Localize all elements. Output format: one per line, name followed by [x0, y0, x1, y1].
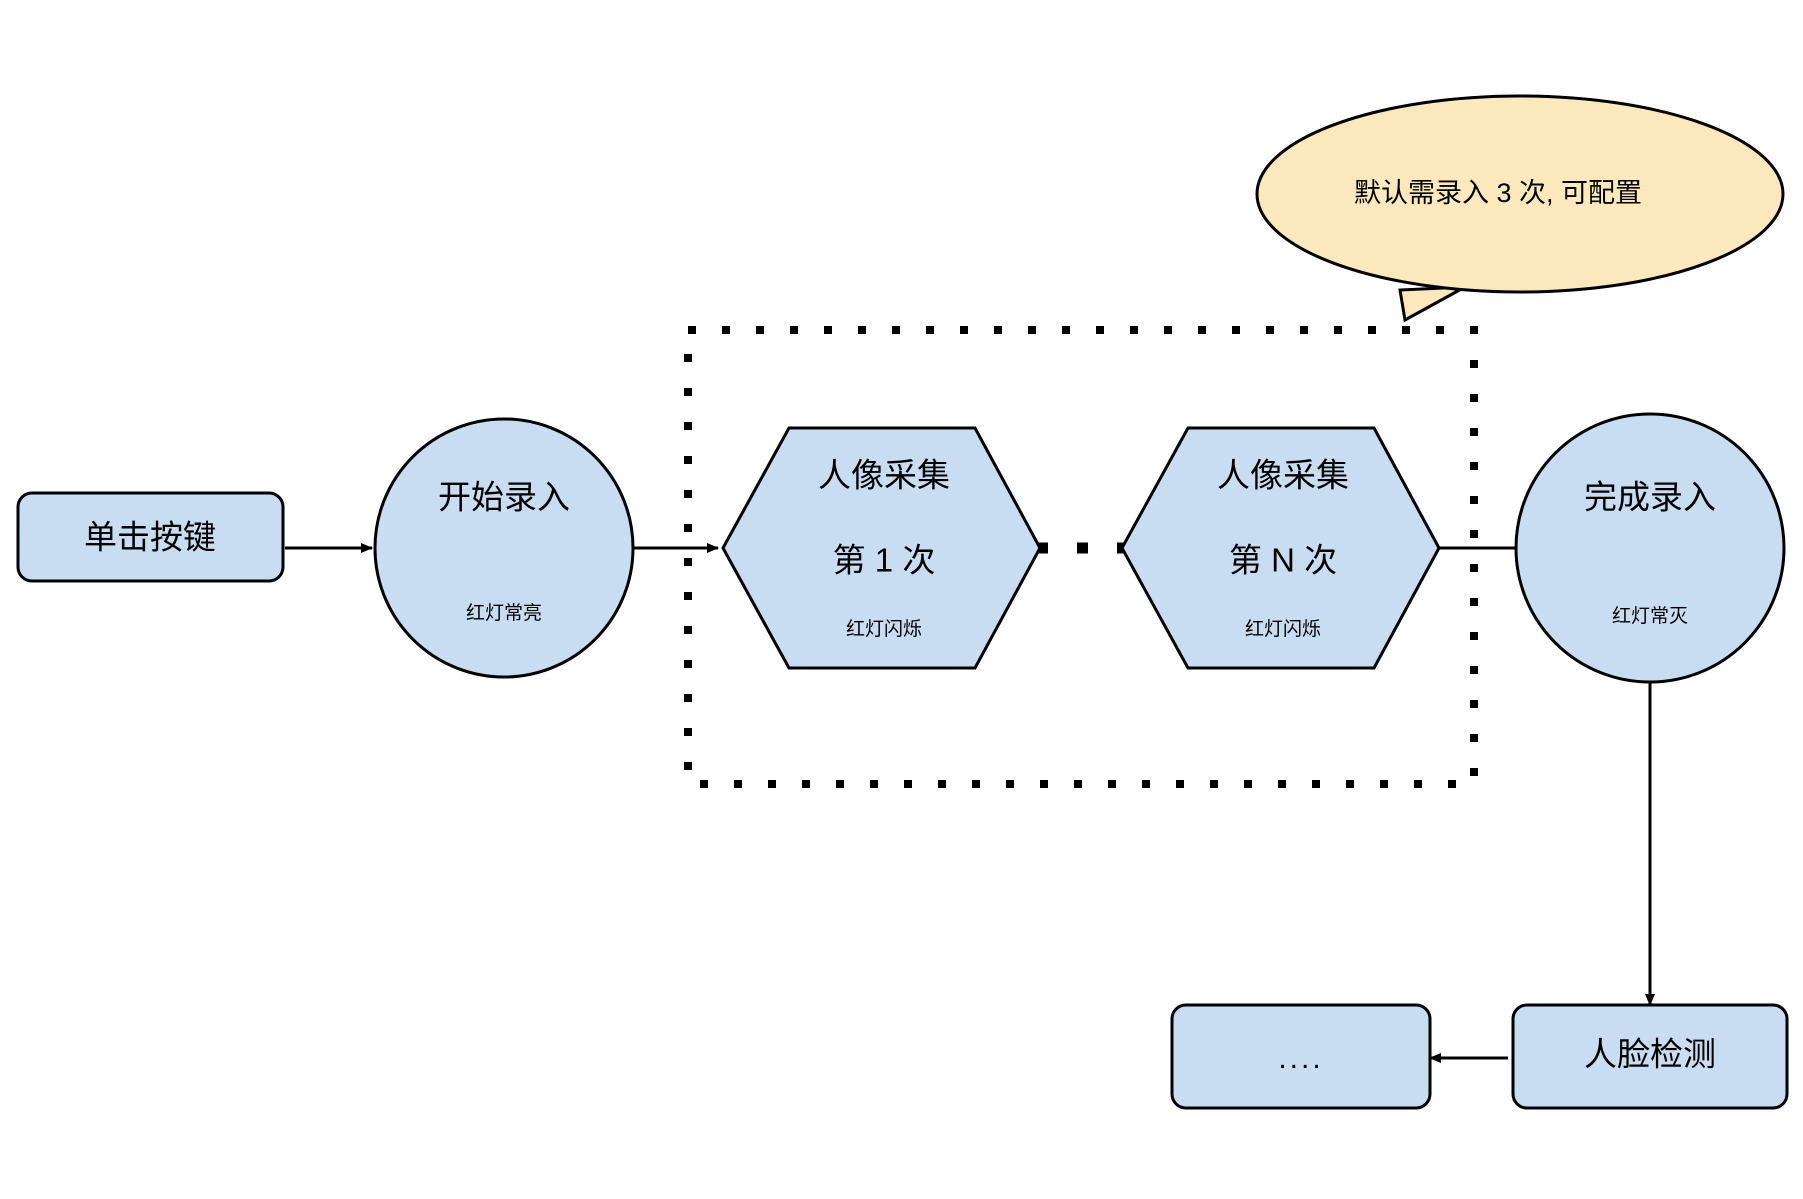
node-start-enroll-label: 开始录入	[438, 479, 570, 516]
node-more-steps[interactable]: ....	[1170, 1003, 1432, 1110]
node-click-button[interactable]: 单击按键	[16, 491, 285, 583]
node-finish-enroll[interactable]: 完成录入 红灯常灭	[1514, 412, 1786, 684]
node-finish-enroll-label: 完成录入	[1584, 479, 1716, 516]
node-start-enroll-sublabel: 红灯常亮	[466, 602, 542, 624]
node-capture-first[interactable]: 人像采集 第 1 次 红灯闪烁	[721, 426, 1042, 670]
node-face-detect-shape	[1511, 1003, 1789, 1110]
node-capture-nth[interactable]: 人像采集 第 N 次 红灯闪烁	[1120, 426, 1441, 670]
capture-loop-group-box	[684, 326, 1478, 788]
node-capture-nth-sublabel: 红灯闪烁	[1245, 618, 1321, 640]
node-face-detect-label: 人脸检测	[1584, 1036, 1716, 1073]
node-capture-nth-label-line1: 人像采集	[1217, 457, 1349, 494]
node-finish-enroll-sublabel: 红灯常灭	[1612, 605, 1688, 627]
node-start-enroll-shape	[373, 417, 635, 679]
node-capture-first-label-line2: 第 1 次	[833, 542, 936, 579]
node-more-steps-label: ....	[1278, 1042, 1323, 1075]
callout-bubble: 默认需录入 3 次, 可配置	[1255, 94, 1785, 323]
node-start-enroll[interactable]: 开始录入 红灯常亮	[373, 417, 635, 679]
node-capture-nth-shape	[1120, 426, 1441, 670]
node-click-button-label: 单击按键	[84, 519, 216, 556]
node-capture-first-shape	[721, 426, 1042, 670]
node-face-detect[interactable]: 人脸检测	[1511, 1003, 1789, 1110]
node-click-button-shape	[16, 491, 285, 583]
node-capture-nth-label-line2: 第 N 次	[1229, 542, 1337, 579]
node-capture-first-label-line1: 人像采集	[818, 457, 950, 494]
callout-bubble-shape	[1255, 94, 1785, 294]
node-more-steps-shape	[1170, 1003, 1432, 1110]
node-capture-first-sublabel: 红灯闪烁	[846, 618, 922, 640]
callout-bubble-text: 默认需录入 3 次, 可配置	[1354, 178, 1642, 208]
callout-bubble-tail	[1398, 285, 1466, 323]
node-finish-enroll-shape	[1514, 412, 1786, 684]
